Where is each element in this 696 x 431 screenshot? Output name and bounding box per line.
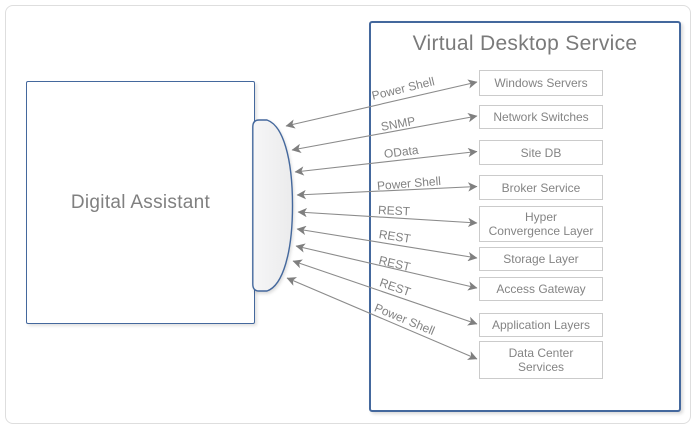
target-box-label: Data Center: [508, 346, 574, 360]
target-box-hyper-convergence-layer: Hyper Convergence Layer: [479, 206, 603, 242]
target-box-label: Site DB: [520, 145, 562, 160]
digital-assistant-label: Digital Assistant: [70, 191, 211, 213]
target-box-label: Services: [517, 360, 564, 374]
protocol-label-rest: REST: [377, 203, 411, 219]
virtual-desktop-service-title: Virtual Desktop Service: [412, 32, 638, 55]
target-box-label: Windows Servers: [494, 76, 588, 90]
target-box-broker-service: Broker Service: [479, 175, 603, 200]
target-box-label: Storage Layer: [503, 252, 579, 266]
target-box-label: Broker Service: [501, 180, 581, 195]
digital-assistant-box: Digital Assistant: [26, 81, 255, 324]
target-box-data-center-services: Data Center Services: [479, 341, 603, 379]
target-box-windows-servers: Windows Servers: [479, 70, 603, 96]
target-box-access-gateway: Access Gateway: [479, 277, 603, 301]
target-box-label: Convergence Layer: [488, 224, 594, 238]
target-box-label: Network Switches: [493, 110, 589, 124]
target-box-label: Access Gateway: [496, 282, 586, 296]
target-box-site-db: Site DB: [479, 140, 603, 165]
target-box-application-layers: Application Layers: [479, 313, 603, 337]
connector-shape: [252, 119, 294, 292]
target-box-label: Hyper: [524, 210, 557, 224]
target-box-storage-layer: Storage Layer: [479, 247, 603, 271]
target-box-label: Application Layers: [491, 318, 591, 332]
target-box-network-switches: Network Switches: [479, 105, 603, 129]
